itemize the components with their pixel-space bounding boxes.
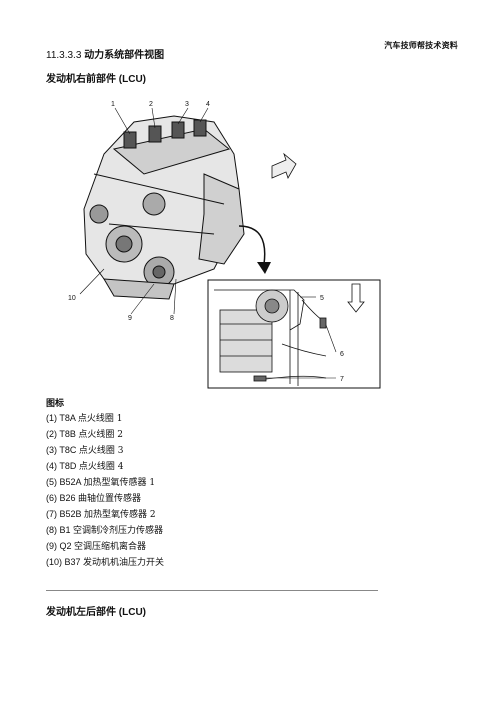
curved-arrow-icon [238,225,266,265]
legend-item-code: (9) Q2 [46,541,72,551]
legend-item-desc: 加热型氧传感器 2 [84,510,156,520]
pulley-upper [142,192,166,216]
callout-8: 8 [170,315,174,322]
legend-item-desc: 点火线圈 4 [78,462,124,472]
legend-item-code: (1) T8A [46,413,76,423]
callout-7: 7 [340,376,344,383]
callout-5: 5 [320,295,324,302]
legend-item-desc: 点火线圈 2 [78,430,123,440]
legend-item-desc: 点火线圈 3 [78,446,124,456]
subheading-left-rear: 发动机左后部件 (LCU) [46,607,146,618]
legend-item-code: (10) B37 [46,557,81,567]
direction-arrow-icon [271,152,297,179]
legend-item-code: (5) B52A [46,477,82,487]
callout-2: 2 [149,101,153,108]
watermark-text: 汽车技师帮技术资料 [384,41,458,50]
legend-item-code: (6) B26 [46,493,76,503]
callout-10: 10 [68,295,76,302]
legend-item: (9) Q2 空调压缩机离合器 [46,539,164,555]
legend-item: (5) B52A 加热型氧传感器 1 [46,475,164,491]
legend-item: (1) T8A 点火线圈 1 [46,411,164,427]
coil-2 [148,125,162,143]
subheading-right-front: 发动机右前部件 (LCU) [46,74,146,85]
legend-item-desc: 空调压缩机离合器 [74,542,147,552]
legend-item: (10) B37 发动机机油压力开关 [46,555,164,571]
coil-4 [193,119,207,137]
callout-3: 3 [185,101,189,108]
legend-list: (1) T8A 点火线圈 1(2) T8B 点火线圈 2(3) T8C 点火线圈… [46,411,164,571]
legend-item-code: (2) T8B [46,429,76,439]
callout-9: 9 [128,315,132,322]
legend-item-desc: 加热型氧传感器 1 [83,478,156,488]
oil-pan [103,278,175,300]
legend-item-code: (7) B52B [46,509,82,519]
section-title-text: 动力系统部件视图 [84,50,165,61]
legend-item: (7) B52B 加热型氧传感器 2 [46,507,164,523]
legend-item-code: (8) B1 [46,525,71,535]
exhaust-manifold [198,173,245,265]
legend: 图标 (1) T8A 点火线圈 1(2) T8B 点火线圈 2(3) T8C 点… [46,396,164,571]
legend-title: 图标 [46,398,65,408]
legend-item-desc: 发动机机油压力开关 [83,558,165,568]
callout-1: 1 [111,101,115,108]
legend-item: (4) T8D 点火线圈 4 [46,459,164,475]
legend-item-code: (3) T8C [46,445,77,455]
legend-item: (2) T8B 点火线圈 2 [46,427,164,443]
legend-item: (6) B26 曲轴位置传感器 [46,491,164,507]
engine-diagram: 1 2 3 4 10 9 8 [64,94,384,390]
legend-item-desc: 空调制冷剂压力传感器 [73,526,164,536]
legend-item: (3) T8C 点火线圈 3 [46,443,164,459]
engine-drawing: 1 2 3 4 10 9 8 [68,101,381,389]
legend-item-code: (4) T8D [46,461,77,471]
coil-3 [171,121,185,139]
down-arrow-icon [347,283,365,313]
section-number: 11.3.3.3 [46,50,82,61]
legend-item-desc: 曲轴位置传感器 [78,494,142,504]
coil-1 [123,131,137,149]
legend-item: (8) B1 空调制冷剂压力传感器 [46,523,164,539]
section-title: 11.3.3.3 动力系统部件视图 [46,46,164,61]
callout-6: 6 [340,351,344,358]
callout-4: 4 [206,101,210,108]
legend-item-desc: 点火线圈 1 [77,414,123,424]
divider [46,590,378,591]
